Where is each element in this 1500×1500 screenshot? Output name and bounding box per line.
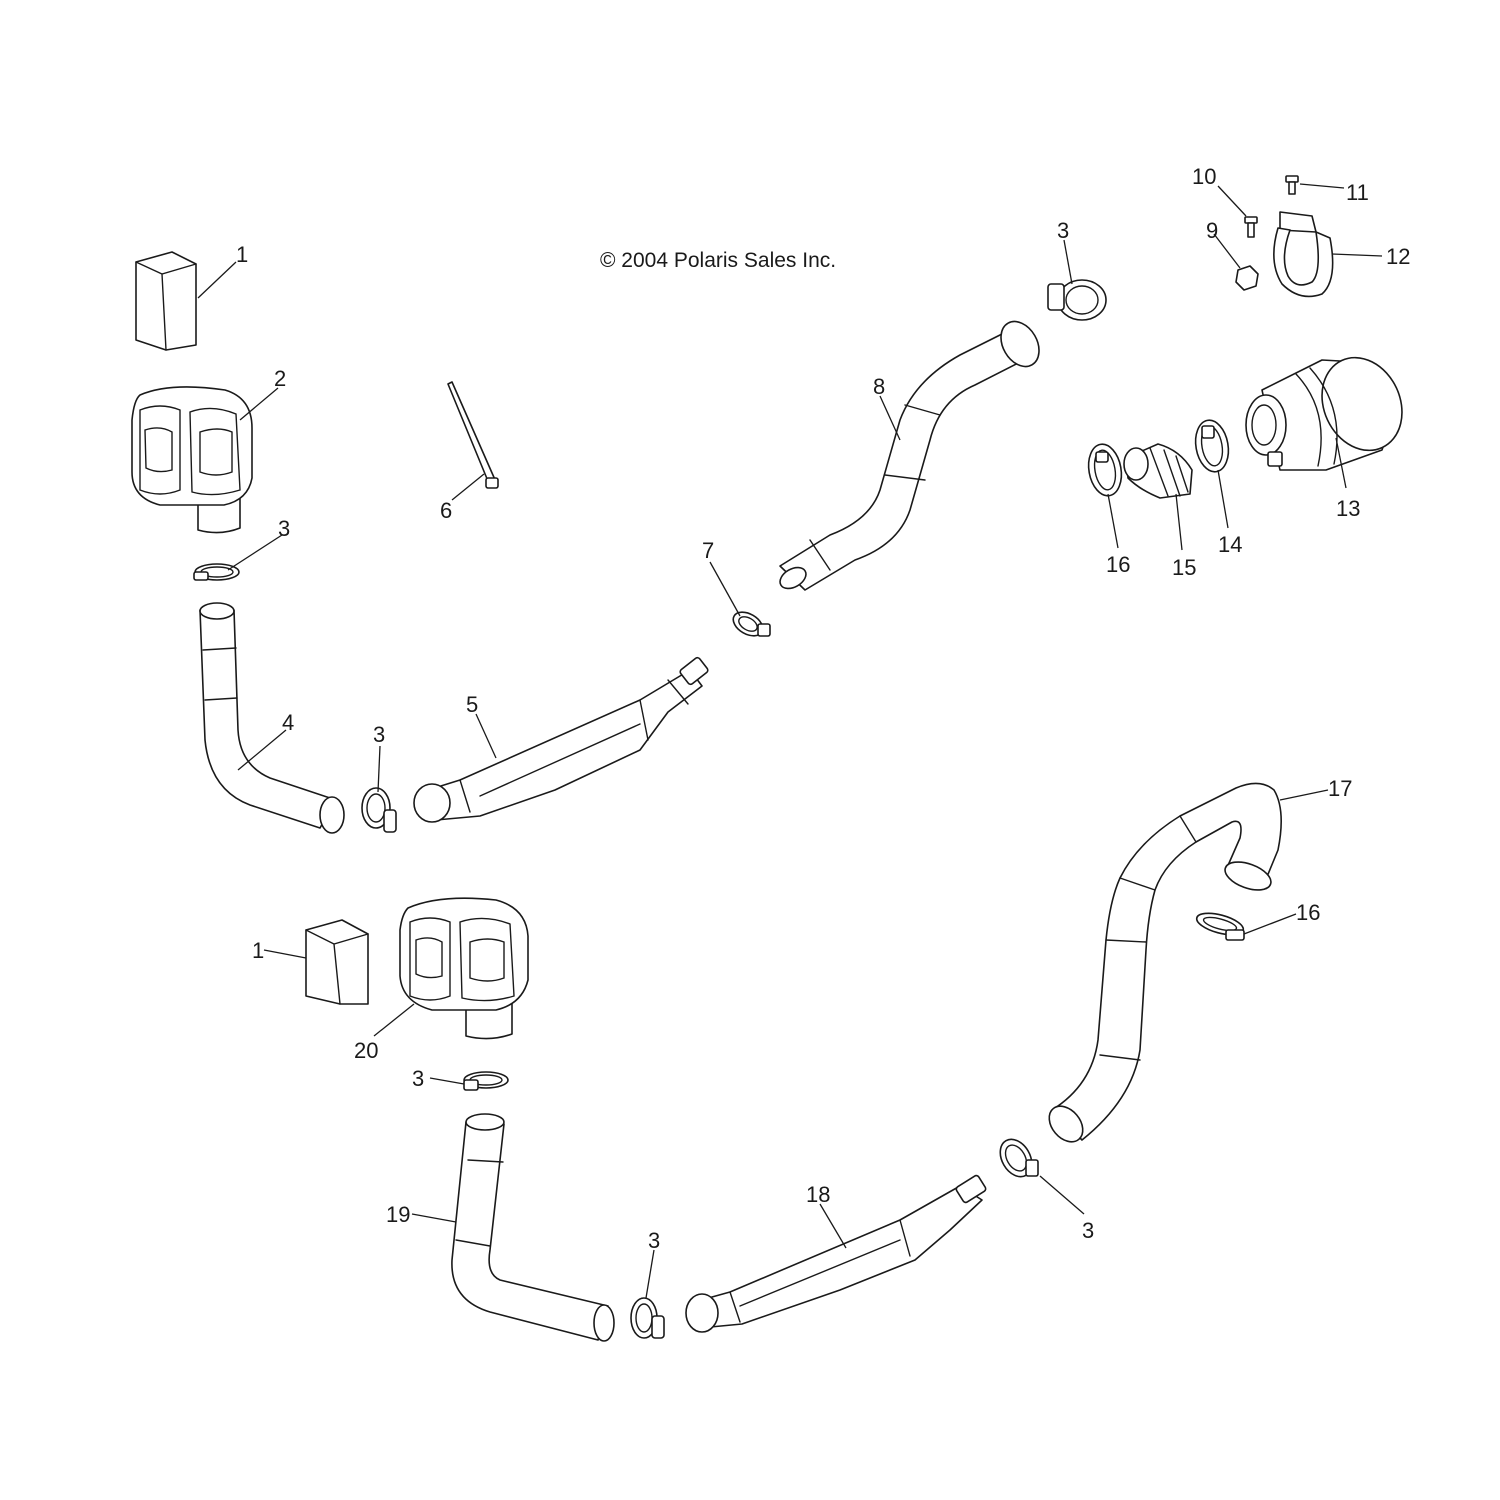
part-13-air-cleaner — [1245, 356, 1403, 471]
callout-16-b: 16 — [1296, 900, 1320, 925]
callout-8: 8 — [873, 374, 885, 399]
callout-9: 9 — [1206, 218, 1218, 243]
part-2-airbox — [131, 386, 253, 534]
callout-5: 5 — [466, 692, 478, 717]
part-9-nut — [1235, 265, 1259, 291]
callout-6: 6 — [440, 498, 452, 523]
part-1-box-bottom — [305, 919, 369, 1005]
part-16-clamp-b — [1195, 912, 1245, 941]
callout-19: 19 — [386, 1202, 410, 1227]
callout-15: 15 — [1172, 555, 1196, 580]
callout-14: 14 — [1218, 532, 1242, 557]
part-7-clamp — [732, 611, 771, 637]
part-3-clamp-f — [999, 1138, 1039, 1178]
part-19-elbow-hose — [451, 1113, 615, 1342]
part-3-clamp-d — [463, 1071, 509, 1091]
part-10-bolt — [1244, 216, 1258, 238]
part-11-bolt — [1285, 175, 1299, 195]
part-1-box-top — [135, 251, 197, 351]
callout-1-top: 1 — [236, 242, 248, 267]
leader-lines — [197, 183, 1383, 1299]
part-8-hose — [779, 320, 1040, 591]
part-20-airbox — [399, 897, 529, 1040]
part-14-clamp — [1194, 419, 1230, 473]
callout-3-a: 3 — [278, 516, 290, 541]
callout-3-d: 3 — [412, 1066, 424, 1091]
part-6-strap — [447, 381, 499, 489]
callout-13: 13 — [1336, 496, 1360, 521]
callout-2: 2 — [274, 366, 286, 391]
part-18-duct — [685, 1174, 987, 1333]
callout-7: 7 — [702, 538, 714, 563]
part-3-clamp-e — [630, 1297, 665, 1339]
part-15-coupler — [1123, 443, 1193, 499]
part-16-clamp-a — [1087, 443, 1123, 497]
callout-3-c: 3 — [1057, 218, 1069, 243]
callout-18: 18 — [806, 1182, 830, 1207]
callout-4: 4 — [282, 710, 294, 735]
copyright-text: © 2004 Polaris Sales Inc. — [600, 249, 836, 272]
callout-3-f: 3 — [1082, 1218, 1094, 1243]
callout-10: 10 — [1192, 164, 1216, 189]
callout-1-bottom: 1 — [252, 938, 264, 963]
part-3-clamp-a — [193, 563, 240, 581]
callout-3-e: 3 — [648, 1228, 660, 1253]
part-12-band-clamp — [1273, 211, 1334, 298]
callout-20: 20 — [354, 1038, 378, 1063]
callout-12: 12 — [1386, 244, 1410, 269]
part-3-clamp-c — [1047, 279, 1107, 321]
part-17-large-hose — [1048, 782, 1282, 1143]
callout-17: 17 — [1328, 776, 1352, 801]
callout-3-b: 3 — [373, 722, 385, 747]
part-5-duct — [413, 656, 709, 823]
part-3-clamp-b — [361, 787, 397, 833]
callout-11: 11 — [1346, 180, 1369, 205]
callout-16-a: 16 — [1106, 552, 1130, 577]
part-4-elbow-hose — [199, 602, 345, 834]
callout-labels: 1 2 3 4 3 5 6 7 8 3 9 10 11 12 13 14 15 … — [236, 164, 1410, 1253]
